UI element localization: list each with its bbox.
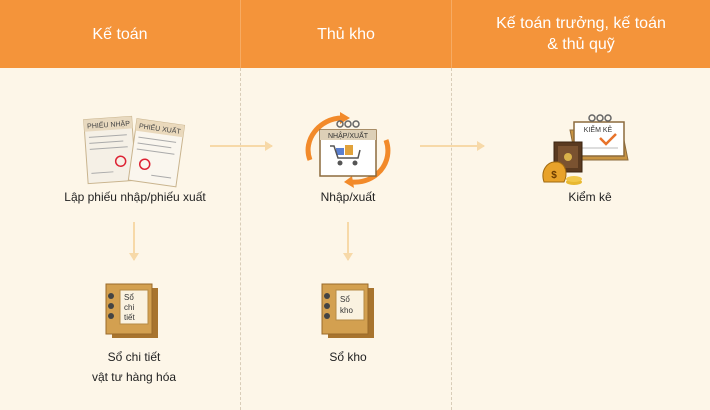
step-label-warehouse-book: Sổ kho [329, 350, 367, 364]
ledger-book-line: Sổ [124, 293, 134, 302]
svg-text:$: $ [551, 170, 557, 181]
column-title: Kế toán trưởng, kế toán & thủ quỹ [496, 15, 666, 53]
header-divider [240, 0, 241, 68]
ledger-book-line: chi [124, 303, 134, 312]
column-divider [451, 68, 452, 410]
stock-in-out-icon: NHẬP/XUẤT [305, 112, 391, 188]
warehouse-book-line: Sổ [340, 295, 350, 304]
column-header-storekeeper: Thủ kho [241, 0, 451, 68]
warehouse-book-line: kho [340, 306, 353, 315]
step-label-forms: Lập phiếu nhập/phiếu xuất [64, 190, 206, 204]
header-bar: Kế toán Thủ kho Kế toán trưởng, kế toán … [0, 0, 710, 68]
column-title: Kế toán [92, 25, 148, 43]
document-forms-icon: PHIẾU NHẬP PHIẾU XUẤT [83, 115, 186, 188]
column-title: Thủ kho [317, 25, 375, 43]
column-header-chief-accountant: Kế toán trưởng, kế toán & thủ quỹ [452, 0, 710, 68]
column-divider [240, 68, 241, 410]
step-label-stock: Nhập/xuất [320, 190, 376, 204]
inventory-check-icon: KIỂM KÊ $ [542, 114, 629, 185]
warehouse-book-icon: Sổ kho [321, 283, 374, 338]
ledger-book-line: tiết [124, 313, 135, 322]
step-label-inventory: Kiểm kê [568, 190, 612, 204]
step-label-ledger: Sổ chi tiết vật tư hàng hóa [91, 350, 177, 384]
column-header-accountant: Kế toán [0, 0, 240, 68]
inventory-sign-text: KIỂM KÊ [584, 125, 613, 134]
ledger-book-icon: Sổ chi tiết [105, 283, 158, 338]
header-divider [451, 0, 452, 68]
stock-sign-text: NHẬP/XUẤT [328, 130, 369, 140]
